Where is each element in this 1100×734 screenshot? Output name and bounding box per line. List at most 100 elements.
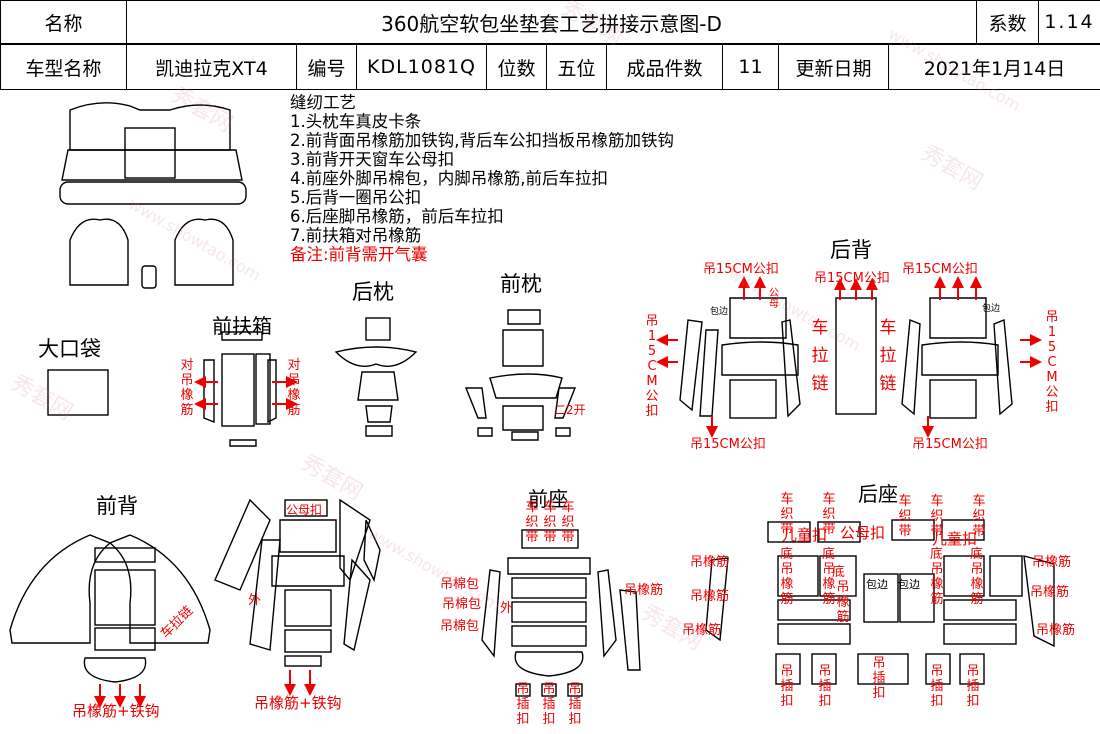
anno-rear-back-top-left: 吊15CM公扣	[703, 262, 779, 277]
pieces-value: 11	[722, 44, 779, 90]
section-rear-headrest: 后枕	[352, 280, 394, 304]
anno-rear-xiang-jin-r1: 吊橡筋	[1032, 555, 1072, 570]
anno-rear-zhi-dai-5: 车织带	[972, 494, 986, 539]
seats-label: 位数	[486, 44, 547, 90]
anno-di-5: 底	[970, 547, 984, 562]
anno-rear-xiang-jin-v4: 吊橡筋	[930, 562, 944, 607]
anno-diao-mian-bao-3: 吊棉包	[440, 619, 480, 634]
seats-value: 五位	[546, 44, 607, 90]
update-label: 更新日期	[778, 44, 889, 90]
notes-remark: 备注:前背需开气囊	[290, 245, 428, 264]
anno-dui-diao-left: 对吊橡筋	[180, 358, 194, 418]
anno-che-zhi-dai-3: 车织带	[561, 500, 575, 545]
note-item: 4.前座外脚吊棉包，内脚吊橡筋,前后车拉扣	[290, 169, 608, 188]
anno-diao-mian-bao-1: 吊棉包	[440, 577, 480, 592]
anno-gongmu-small: 公母	[769, 288, 779, 310]
anno-che-la-lian-left: 车拉链	[811, 318, 829, 394]
notes-title: 缝纫工艺	[290, 93, 356, 112]
code-value: KDL1081Q	[356, 44, 487, 90]
anno-rear-zhi-dai-4: 车织带	[930, 494, 944, 539]
note-item: 6.后座脚吊橡筋，前后车拉扣	[290, 207, 504, 226]
seat-overview	[59, 102, 247, 289]
anno-che-zhi-dai-1: 车织带	[525, 500, 539, 545]
front-headrest-shape	[464, 309, 577, 441]
annotation-arrows	[94, 276, 1042, 708]
anno-rear-cha-kou-2: 吊插扣	[818, 664, 832, 709]
note-item: 2.前背面吊橡筋加铁钩,背后车公扣挡板吊橡筋加铁钩	[290, 131, 674, 150]
anno-rear-back-left: 吊15CM公扣	[645, 314, 659, 419]
anno-rear-xiang-jin-r3: 吊橡筋	[1036, 623, 1076, 638]
front-seat-shape	[481, 529, 641, 697]
anno-rear-zhi-dai-2: 车织带	[822, 492, 836, 537]
big-pocket-shape	[47, 369, 109, 416]
anno-diao-mian-bao-2: 吊棉包	[442, 597, 482, 612]
anno-baobian-right: 包边	[982, 304, 1001, 314]
anno-diao-cha-kou-3: 吊插扣	[568, 682, 582, 727]
section-front-headrest: 前枕	[500, 272, 542, 296]
anno-di-2: 底	[822, 547, 836, 562]
header-row-2: 车型名称 凯迪拉克XT4 编号 KDL1081Q 位数 五位 成品件数 11 更…	[0, 44, 1100, 90]
anno-rear-xiang-jin-v2: 吊橡筋	[822, 562, 836, 607]
coef-value: 1.14	[1038, 0, 1100, 44]
note-item: 1.头枕车真皮卡条	[290, 112, 422, 131]
section-front-seat: 前座	[528, 487, 568, 511]
anno-baobian-rear-left: 包边	[866, 578, 888, 591]
model-label: 车型名称	[0, 44, 127, 90]
anno-rear-cha-kou-5: 吊插扣	[966, 664, 980, 709]
anno-rear-back-top-mid: 吊15CM公扣	[814, 271, 890, 286]
anno-two-open: 二2开	[554, 403, 586, 417]
anno-dui-diao-right: 对吊橡筋	[287, 358, 301, 418]
anno-rear-cha-kou-4: 吊插扣	[930, 664, 944, 709]
anno-baobian-rear-right: 包边	[898, 578, 920, 591]
anno-rear-xiang-jin-v5: 吊橡筋	[970, 562, 984, 607]
anno-rear-back-right: 吊15CM公扣	[1045, 310, 1059, 415]
anno-che-la-lian-right: 车拉链	[879, 318, 897, 394]
anno-rear-xiang-jin-l2: 吊橡筋	[690, 589, 730, 604]
anno-rear-zhi-dai-1: 车织带	[780, 492, 794, 537]
section-front-armrest: 前扶箱	[212, 314, 272, 338]
anno-di-3: 底	[832, 565, 846, 580]
anno-di-4: 底	[930, 547, 944, 562]
anno-rear-xiang-jin-l3: 吊橡筋	[682, 623, 722, 638]
rear-seat-shape	[705, 519, 1055, 685]
anno-rear-zhi-dai-3: 车织带	[898, 494, 912, 539]
anno-front-back-left: 吊橡筋+铁钩	[72, 702, 160, 720]
anno-rear-cha-kou-3: 吊插扣	[872, 656, 886, 701]
front-back-shape	[9, 498, 381, 683]
anno-di-1: 底	[780, 547, 794, 562]
code-label: 编号	[296, 44, 357, 90]
section-rear-seat: 后座	[858, 482, 898, 506]
pieces-label: 成品件数	[606, 44, 723, 90]
anno-er-tong-kou-left: 儿童扣	[782, 526, 828, 544]
anno-rear-back-top-right: 吊15CM公扣	[902, 262, 978, 277]
coef-label: 系数	[976, 0, 1039, 44]
update-value: 2021年1月14日	[888, 44, 1100, 90]
diagram-title: 360航空软包坐垫套工艺拼接示意图-D	[126, 0, 977, 44]
anno-diao-cha-kou-2: 吊插扣	[542, 682, 556, 727]
anno-diao-xiang-jin-front-seat: 吊橡筋	[624, 583, 664, 598]
anno-front-back-right: 吊橡筋+铁钩	[254, 694, 342, 712]
note-item: 3.前背开天窗车公母扣	[290, 150, 455, 169]
section-big-pocket: 大口袋	[38, 337, 101, 361]
note-item: 5.后背一圈吊公扣	[290, 188, 422, 207]
section-front-back: 前背	[96, 494, 138, 518]
pattern-diagram	[9, 102, 1055, 708]
anno-rear-xiang-jin-r2: 吊橡筋	[1030, 585, 1070, 600]
front-armrest-shape	[203, 331, 277, 447]
anno-baobian-left: 包边	[710, 307, 729, 317]
header-row-1: 名称 360航空软包坐垫套工艺拼接示意图-D 系数 1.14	[0, 0, 1100, 44]
anno-outer-front-back: 外	[248, 593, 262, 608]
anno-gongmu-kou: 公母扣	[286, 503, 323, 517]
note-item: 7.前扶箱对吊橡筋	[290, 226, 422, 245]
section-rear-back: 后背	[830, 238, 872, 262]
anno-er-tong-kou-right: 儿童扣	[932, 530, 978, 548]
anno-rear-xiang-jin-v3: 吊橡筋	[836, 580, 850, 625]
anno-diao-cha-kou-1: 吊插扣	[516, 682, 530, 727]
anno-che-zhi-dai-2: 车织带	[543, 500, 557, 545]
anno-rear-xiang-jin-l1: 吊橡筋	[690, 555, 730, 570]
anno-rear-back-bottom-right: 吊15CM公扣	[912, 437, 988, 452]
anno-gongmu-kou-rear: 公母扣	[840, 524, 886, 542]
anno-outer-front-seat: 外	[500, 601, 514, 616]
sewing-notes: 缝纫工艺 1.头枕车真皮卡条 2.前背面吊橡筋加铁钩,背后车公扣挡板吊橡筋加铁钩…	[290, 93, 674, 264]
rear-headrest-shape	[334, 317, 418, 437]
